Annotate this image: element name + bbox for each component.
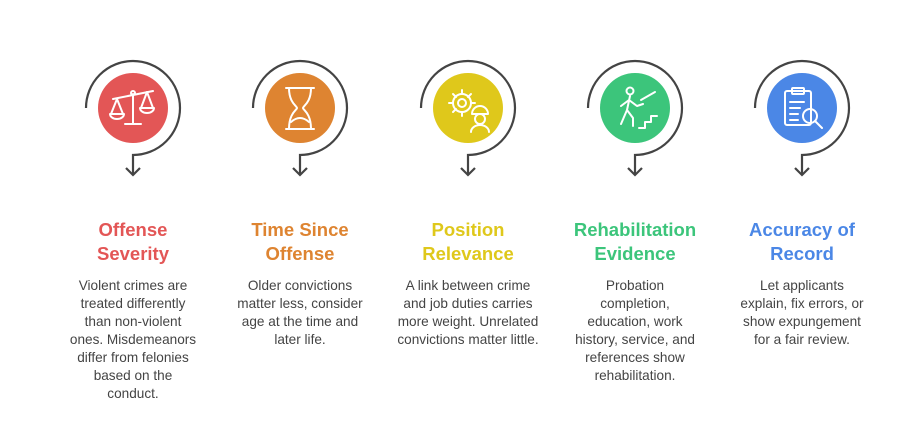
step-description: Probation completion, education, work hi… [575,278,695,383]
step-description: Let applicants explain, fix errors, or s… [740,278,864,347]
step-description: A link between crime and job duties carr… [397,278,539,347]
step-4: Rehabilitation Evidence Probation comple… [552,0,719,433]
step-description: Violent crimes are treated differently t… [69,278,197,401]
step-title: Rehabilitation Evidence [573,219,697,264]
step-title: Time Since Offense [251,219,349,264]
step-5: Accuracy of Record Let applicants explai… [719,0,886,433]
person-climbing-stairs-icon [620,86,658,129]
step-3: Position Relevance A link between crime … [385,0,552,433]
step-1: Offense Severity Violent crimes are trea… [50,0,217,433]
arc-arrow-icon [419,59,517,177]
arc-arrow-icon [586,59,684,177]
step-title: Offense Severity [97,219,169,264]
step-title: Position Relevance [422,219,514,264]
step-2: Time Since Offense Older convictions mat… [217,0,384,433]
arc-arrow-icon [251,59,349,177]
hourglass-icon [285,87,315,130]
arc-arrow-icon [753,59,851,177]
scales-icon [109,90,155,125]
clipboard-search-icon [784,87,823,129]
gear-worker-icon [448,89,490,133]
step-description: Older convictions matter less, consider … [237,278,363,347]
step-title: Accuracy of Record [749,219,855,264]
arc-arrow-icon [84,59,182,177]
